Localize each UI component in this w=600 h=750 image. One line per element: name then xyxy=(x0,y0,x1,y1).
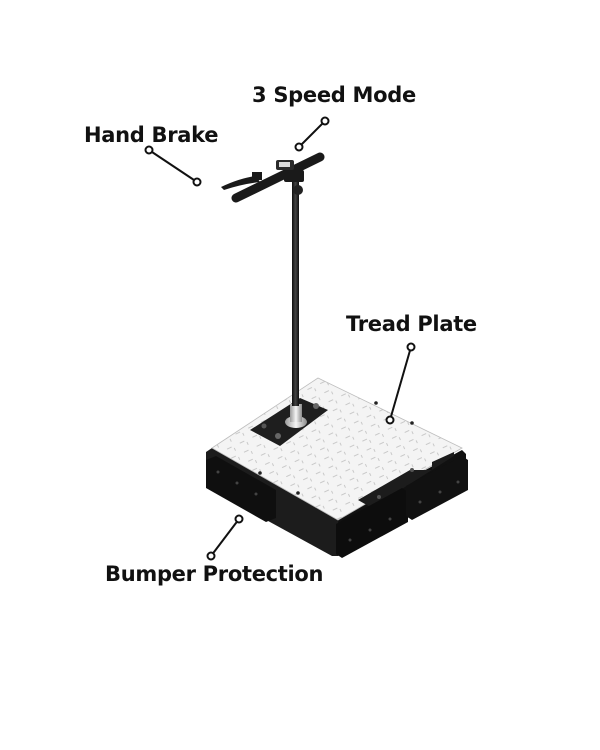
bumper-left xyxy=(206,456,276,522)
tread-plate xyxy=(212,378,462,520)
handlebar xyxy=(221,152,325,203)
leader-hand-brake xyxy=(144,145,202,187)
pole-mount-plate xyxy=(250,398,328,446)
bumper-right xyxy=(336,456,468,558)
leader-tread-plate xyxy=(385,342,416,425)
steering-pole xyxy=(292,180,299,406)
leader-speed-mode xyxy=(294,116,330,152)
platform-base xyxy=(206,377,468,558)
hand-brake-lever xyxy=(221,176,260,190)
label-3-speed-mode: 3 Speed Mode xyxy=(252,83,416,107)
label-hand-brake: Hand Brake xyxy=(84,123,219,147)
label-tread-plate: Tread Plate xyxy=(346,312,477,336)
leader-bumper-protection xyxy=(206,514,244,561)
leader-lines xyxy=(144,116,416,561)
label-bumper-protection: Bumper Protection xyxy=(105,562,324,586)
